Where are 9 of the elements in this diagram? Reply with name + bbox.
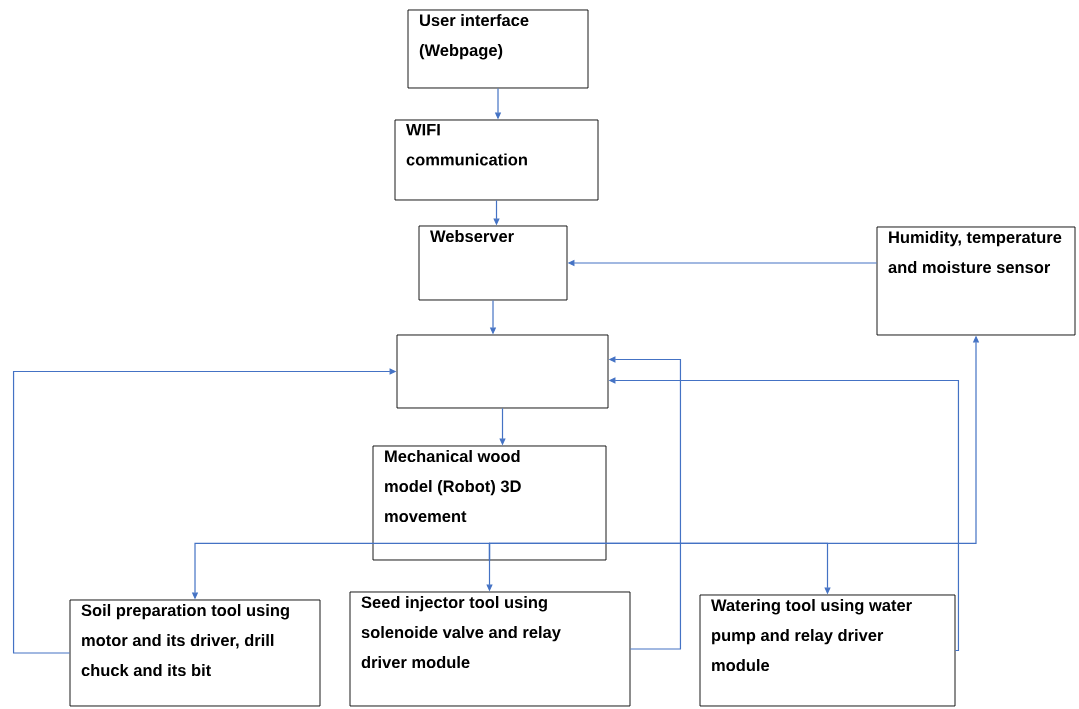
process-box: Webserver	[418, 225, 568, 301]
process-box: User interface (Webpage)	[407, 9, 589, 89]
process-box: Mechanical wood model (Robot) 3D movement	[372, 445, 607, 561]
process-box: WIFI communication	[394, 119, 599, 201]
process-box: Soil preparation tool using motor and its driver, drill chuck and its bit	[69, 599, 321, 707]
process-box: Seed injector tool using solenoide valve and relay driver module	[349, 591, 631, 707]
empty-box	[396, 334, 609, 409]
process-box: Watering tool using water pump and relay driver module	[699, 594, 956, 707]
process-box: Humidity, temperature and moisture sensor	[876, 226, 1076, 336]
